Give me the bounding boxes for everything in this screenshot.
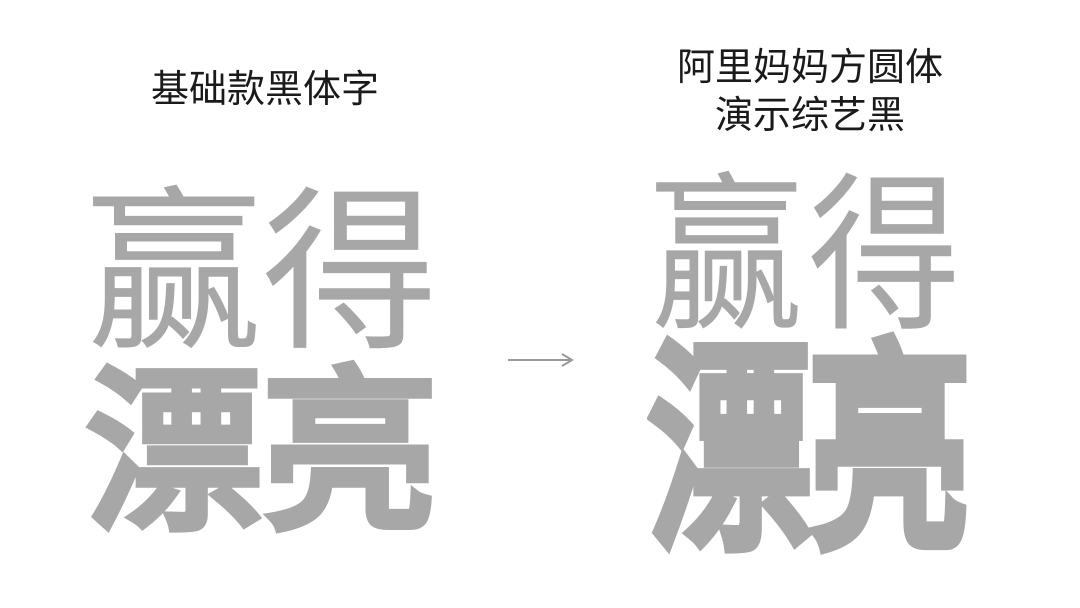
arrow-right-icon	[508, 353, 574, 367]
right-sample-char-de: 得	[808, 158, 962, 356]
left-font-caption: 基础款黑体字	[150, 67, 379, 111]
right-font-caption-line1: 阿里妈妈方圆体	[676, 45, 943, 89]
left-sample-char-ying: 赢	[86, 171, 263, 376]
left-sample-char-de: 得	[262, 171, 439, 376]
left-sample-char-liang: 亮	[260, 351, 440, 556]
right-sample-char-piao: 漂	[645, 321, 814, 582]
right-font-caption-line2: 演示综艺黑	[714, 93, 905, 137]
right-sample-char-ying: 赢	[650, 158, 804, 356]
left-sample-char-piao: 漂	[84, 351, 264, 556]
right-sample-char-liang: 亮	[805, 321, 974, 582]
